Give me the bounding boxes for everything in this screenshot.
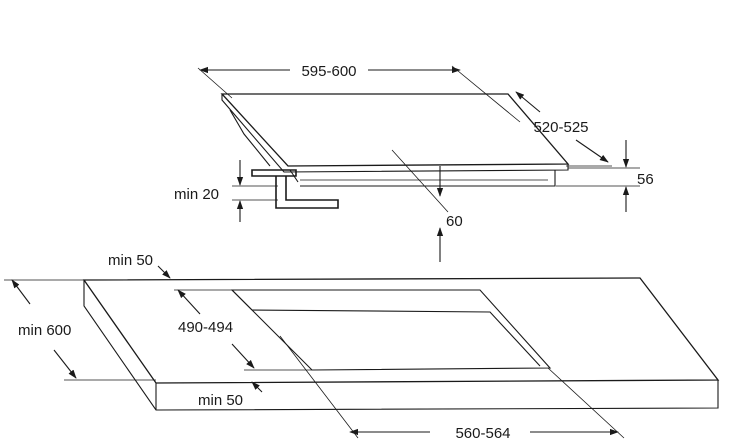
dim-hob-depth: 520-525 bbox=[515, 91, 612, 167]
dim-min-clearance: min 20 bbox=[174, 160, 278, 222]
label-hob-height: 56 bbox=[637, 171, 654, 188]
dim-worktop-depth: min 600 bbox=[4, 279, 156, 381]
label-min-clearance: min 20 bbox=[174, 186, 219, 203]
label-worktop-depth: min 600 bbox=[18, 322, 71, 339]
dim-gap-front: 60 bbox=[391, 149, 463, 262]
label-cutout-depth: 490-494 bbox=[178, 319, 233, 336]
label-min-rear: min 50 bbox=[108, 252, 153, 269]
dim-cutout-depth: 490-494 bbox=[174, 289, 312, 371]
hob-glass-top bbox=[220, 93, 570, 167]
mounting-bracket bbox=[251, 169, 339, 209]
dim-hob-width: 595-600 bbox=[197, 63, 521, 123]
hob-body-bottom bbox=[300, 170, 556, 187]
dim-min-front: min 50 bbox=[198, 381, 263, 409]
dim-hob-height: 56 bbox=[556, 140, 654, 212]
label-hob-depth: 520-525 bbox=[533, 119, 588, 136]
label-hob-width: 595-600 bbox=[301, 63, 356, 80]
label-gap-front: 60 bbox=[446, 213, 463, 230]
dim-cutout-width: 560-564 bbox=[279, 335, 625, 442]
worktop-drawing bbox=[82, 277, 720, 411]
dim-min-rear: min 50 bbox=[108, 252, 171, 279]
hob-drawing bbox=[220, 93, 570, 187]
hob-body-left bbox=[229, 109, 271, 167]
label-min-front: min 50 bbox=[198, 392, 243, 409]
label-cutout-width: 560-564 bbox=[455, 425, 510, 442]
